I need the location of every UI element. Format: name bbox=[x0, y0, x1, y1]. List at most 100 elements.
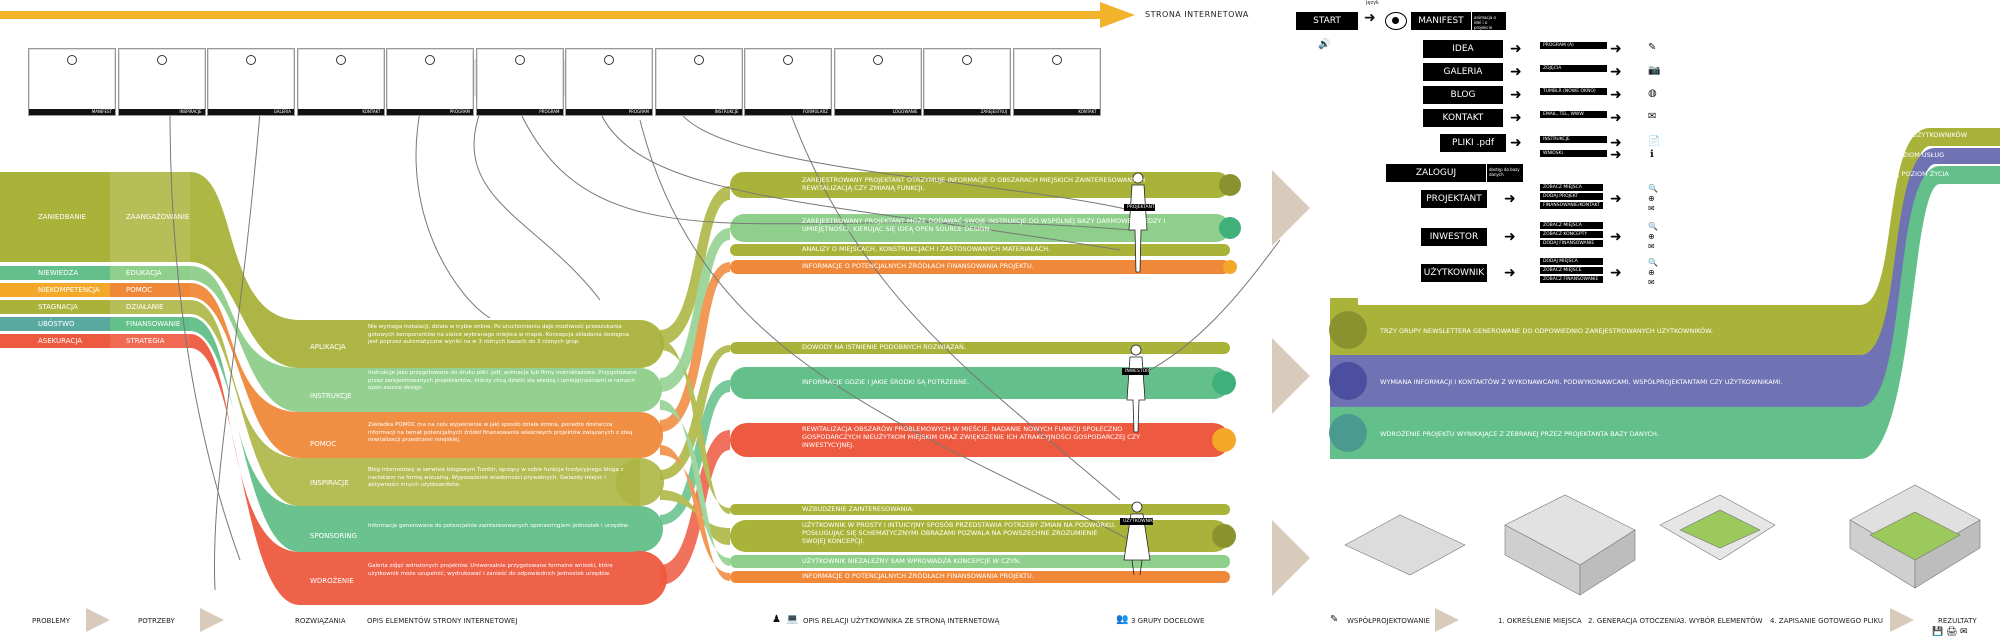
thumbnail-footer-bar: LOGOWANIE bbox=[834, 109, 921, 115]
speaker-icon[interactable]: 🔊 bbox=[1318, 39, 1331, 50]
role-submenu-item[interactable]: DODAJ PROJEKT bbox=[1540, 193, 1603, 200]
footer-problems: PROBLEMY bbox=[32, 617, 71, 625]
role-submenu-item[interactable]: DODAJ FINANSOWANIE bbox=[1540, 240, 1603, 247]
relation-text: ANALIZY O MIEJSCACH, KONSTRUKCJACH I ZAS… bbox=[802, 245, 1051, 253]
add-icon[interactable]: ⊕ bbox=[1648, 268, 1655, 277]
search-icon[interactable]: 🔍 bbox=[1648, 258, 1658, 267]
save-icon[interactable]: 💾 bbox=[1932, 627, 1944, 637]
arrow-right-icon: ➜ bbox=[1610, 135, 1622, 151]
arrow-right-icon: ➜ bbox=[1610, 41, 1622, 57]
problem-label: STAGNACJA bbox=[38, 303, 78, 311]
page-thumbnail[interactable]: PROGRAM bbox=[386, 48, 474, 116]
arrow-right-icon: ➜ bbox=[1610, 229, 1622, 245]
thumbnail-footer-bar: KONTAKT bbox=[297, 109, 384, 115]
pencil-icon[interactable]: ✎ bbox=[1648, 42, 1657, 53]
mail-icon[interactable]: ✉ bbox=[1648, 278, 1655, 287]
figure-tag: UŻYTKOWNIK bbox=[1120, 518, 1154, 525]
submenu-item[interactable]: INSTRUKCJE bbox=[1540, 136, 1607, 143]
solution-desc: Galeria zdjęć wdrożonych projektów. Uniw… bbox=[368, 563, 613, 577]
submenu-item[interactable]: WNIOSKI bbox=[1540, 150, 1607, 157]
figure-tag: INWESTOR bbox=[1122, 368, 1150, 375]
submenu-item[interactable]: EMAIL, TEL, WWW bbox=[1540, 111, 1607, 118]
print-icon[interactable]: 🖨 bbox=[1946, 627, 1958, 637]
role-submenu-item[interactable]: FINANSOWANIE/KONTAKT bbox=[1540, 202, 1603, 209]
need-label: STRATEGIA bbox=[126, 337, 165, 345]
outcome-text: WDROŻENIE PROJEKTU WYNIKAJĄCE Z ZEBRANEJ… bbox=[1380, 430, 1659, 438]
page-thumbnail[interactable]: KONTAKT bbox=[1012, 48, 1101, 116]
page-thumbnail[interactable]: MANIFEST bbox=[28, 48, 116, 116]
problem-label: ZANIEDBANIE bbox=[38, 213, 87, 221]
menu-item-idea[interactable]: IDEA bbox=[1423, 40, 1503, 58]
solution-label: POMOC bbox=[310, 440, 337, 448]
thumbnail-caption: FORMULARZ bbox=[802, 109, 828, 114]
role-button-designer[interactable]: PROJEKTANT bbox=[1421, 190, 1487, 208]
logo-icon bbox=[335, 55, 346, 65]
arrow-right-icon: ➜ bbox=[1510, 87, 1522, 103]
logo-icon bbox=[872, 55, 883, 65]
laptop-icon: 💻 bbox=[786, 614, 799, 625]
page-thumbnail[interactable]: INSPIRACJE bbox=[117, 48, 206, 116]
role-button-user[interactable]: UŻYTKOWNIK bbox=[1421, 264, 1487, 282]
arrow-right-icon: ➜ bbox=[1504, 265, 1516, 281]
role-submenu-item[interactable]: ZOBACZ MIEJSCA bbox=[1540, 184, 1603, 191]
thumbnail-footer-bar: GALERIA bbox=[208, 109, 294, 115]
menu-item-plikipdf[interactable]: PLIKI .pdf bbox=[1440, 134, 1506, 152]
arrow-right-icon: ➜ bbox=[1610, 110, 1622, 126]
role-submenu-item[interactable]: ZOBACZ KONCEPTY bbox=[1540, 231, 1603, 238]
thumbnail-caption: ZAREJESTRUJ bbox=[980, 109, 1007, 114]
arrow-right-icon: ➜ bbox=[1504, 229, 1516, 245]
thumbnail-caption: INSPIRACJE bbox=[179, 109, 202, 114]
solution-desc: Instrukcje jako przygotowane do druku pl… bbox=[368, 370, 638, 391]
thumbnail-caption: PROGRAM bbox=[628, 109, 649, 114]
menu-item-kontakt[interactable]: KONTAKT bbox=[1423, 109, 1503, 127]
submenu-item[interactable]: PROGRAM (A) bbox=[1540, 42, 1607, 49]
search-icon[interactable]: 🔍 bbox=[1648, 184, 1658, 193]
arrow-right-icon: ➜ bbox=[1610, 64, 1622, 80]
start-button[interactable]: START bbox=[1296, 12, 1358, 30]
add-icon[interactable]: ⊕ bbox=[1648, 232, 1655, 241]
login-button[interactable]: ZALOGUJ bbox=[1386, 164, 1486, 182]
page-thumbnail[interactable]: GALERIA bbox=[207, 48, 295, 116]
outcome-text: WYMIANA INFORMACJI I KONTAKTÓW Z WYKONAW… bbox=[1380, 378, 1783, 386]
role-submenu-item[interactable]: ZOBACZ MIEJSCA bbox=[1540, 222, 1603, 229]
role-submenu-item[interactable]: ZOBACZ MIEJSCE bbox=[1540, 267, 1603, 274]
solution-label: SPONSORING bbox=[310, 532, 357, 540]
mail-icon[interactable]: ✉ bbox=[1960, 627, 1968, 637]
arrow-right-icon: ➜ bbox=[1504, 191, 1516, 207]
arrow-right-icon: ➜ bbox=[1510, 135, 1522, 151]
logo-icon bbox=[246, 55, 256, 65]
page-thumbnail[interactable]: PROGRAM bbox=[565, 48, 653, 116]
thumbnail-footer-bar: PROGRAM bbox=[387, 109, 473, 115]
language-label[interactable]: język bbox=[1366, 0, 1379, 6]
page-thumbnail[interactable]: PROGRAM bbox=[475, 48, 564, 116]
info-icon[interactable]: ℹ bbox=[1650, 149, 1654, 160]
page-thumbnail[interactable]: ZAREJESTRUJ bbox=[923, 48, 1011, 116]
search-icon[interactable]: 🔍 bbox=[1648, 222, 1658, 231]
page-thumbnail[interactable]: INSTRUKCJE bbox=[654, 48, 743, 116]
menu-item-blog[interactable]: BLOG bbox=[1423, 86, 1503, 104]
solution-desc: Blog internetowy w serwisie blogowym Tum… bbox=[368, 467, 624, 488]
role-submenu-item[interactable]: ZOBACZ FINANSOWANIE bbox=[1540, 276, 1603, 283]
manifest-button[interactable]: MANIFEST bbox=[1411, 12, 1471, 30]
page-thumbnail[interactable]: KONTAKT bbox=[296, 48, 385, 116]
eye-icon[interactable] bbox=[1385, 12, 1407, 30]
page-thumbnail[interactable]: LOGOWANIE bbox=[833, 48, 922, 116]
submenu-item[interactable]: ZDJĘCIA bbox=[1540, 65, 1607, 72]
arrow-right-icon: ➜ bbox=[1364, 10, 1376, 26]
mail-icon[interactable]: ✉ bbox=[1648, 242, 1655, 251]
page-thumbnail[interactable]: FORMULARZ bbox=[744, 48, 832, 116]
globe-icon[interactable]: ◍ bbox=[1648, 88, 1657, 99]
problem-label: NIEKOMPETENCJA bbox=[38, 286, 100, 294]
role-button-investor[interactable]: INWESTOR bbox=[1421, 228, 1487, 246]
logo-icon bbox=[783, 55, 793, 65]
thumbnail-caption: LOGOWANIE bbox=[892, 109, 918, 114]
thumbnail-caption: GALERIA bbox=[273, 109, 291, 114]
mail-icon[interactable]: ✉ bbox=[1648, 111, 1657, 122]
submenu-item[interactable]: TUMBLR (NOWE OKNO) bbox=[1540, 88, 1607, 95]
menu-item-galeria[interactable]: GALERIA bbox=[1423, 63, 1503, 81]
role-submenu-item[interactable]: DODAJ MIEJSCA bbox=[1540, 258, 1603, 265]
mail-icon[interactable]: ✉ bbox=[1648, 204, 1655, 213]
add-icon[interactable]: ⊕ bbox=[1648, 194, 1655, 203]
document-icon[interactable]: 📄 bbox=[1648, 136, 1661, 147]
camera-icon[interactable]: 📷 bbox=[1648, 65, 1661, 76]
